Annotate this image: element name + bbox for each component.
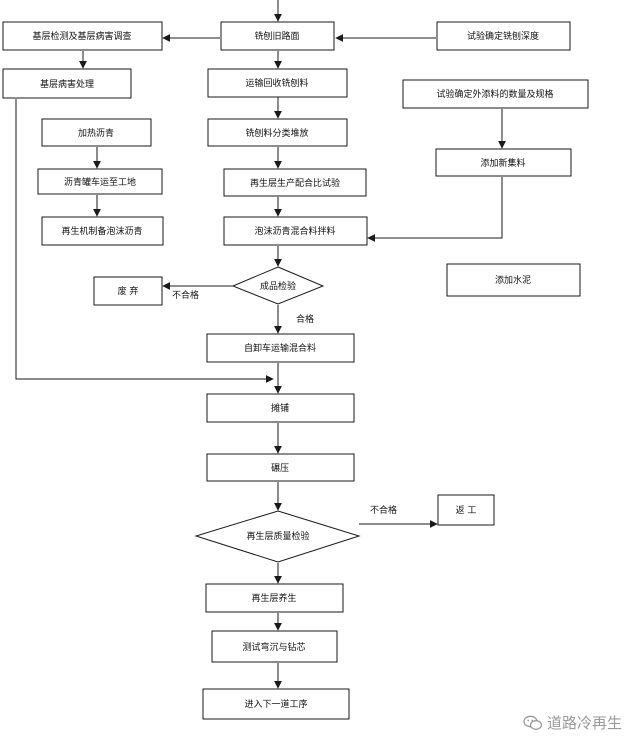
node-dump-transport: 自卸车运输混合料	[206, 333, 355, 363]
node-label: 再生机制备泡沫沥青	[61, 225, 142, 237]
node-mix-design: 再生层生产配合比试验	[223, 168, 367, 197]
node-tanker-transport: 沥青罐车运至工地	[37, 168, 163, 195]
node-add-aggregate: 添加新集料	[435, 148, 572, 177]
node-transport-rap: 运输回收铣刨料	[207, 68, 348, 98]
edges	[15, 0, 506, 689]
node-label: 沥青罐车运至工地	[64, 176, 136, 188]
node-label: 摊铺	[271, 402, 289, 414]
node-label: 运输回收铣刨料	[245, 77, 308, 89]
node-label: 返 工	[456, 504, 477, 516]
node-label: 成品检验	[260, 280, 296, 292]
node-base-repair: 基层病害处理	[2, 68, 132, 99]
edge-label-pass: 合格	[296, 313, 314, 325]
node-label: 自卸车运输混合料	[244, 342, 316, 354]
node-product-check: 成品检验	[231, 266, 325, 305]
wechat-icon	[523, 715, 543, 731]
node-heat-asphalt: 加热沥青	[41, 118, 152, 147]
node-paving: 摊铺	[206, 393, 355, 423]
node-label: 添加新集料	[480, 157, 525, 169]
edge-aggregate-to-foammix	[367, 177, 503, 242]
node-test-milling-depth: 试验确定铣刨深度	[436, 21, 571, 51]
node-add-cement: 添加水泥	[446, 263, 581, 297]
watermark: 道路冷再生	[523, 712, 622, 733]
node-compaction: 碾压	[206, 453, 355, 482]
node-label: 泡沫沥青混合料拌料	[254, 225, 335, 237]
node-label: 铣刨料分类堆放	[245, 127, 308, 139]
node-label: 碾压	[271, 463, 289, 474]
node-classify-stack: 铣刨料分类堆放	[207, 118, 348, 147]
node-label: 再生层养生	[251, 592, 296, 604]
node-label: 再生层质量检验	[246, 530, 309, 542]
watermark-text: 道路冷再生	[546, 714, 622, 732]
node-curing: 再生层养生	[205, 583, 344, 613]
node-label: 进入下一道工序	[244, 698, 307, 710]
node-foam-machine: 再生机制备泡沫沥青	[41, 216, 164, 246]
edge-label-fail-product: 不合格	[172, 289, 199, 301]
node-label: 试验确定外添料的数量及规格	[436, 88, 553, 100]
node-quality-check: 再生层质量检验	[194, 510, 361, 563]
node-test-additive: 试验确定外添料的数量及规格	[402, 79, 589, 109]
node-label: 加热沥青	[78, 127, 114, 139]
node-mill-old-road: 铣刨旧路面	[220, 21, 335, 51]
node-label: 基层病害处理	[40, 78, 94, 90]
node-rework: 返 工	[437, 494, 495, 526]
edge-label-fail-quality: 不合格	[370, 504, 397, 516]
node-label: 试验确定铣刨深度	[467, 30, 539, 42]
node-test-deflection: 测试弯沉与钻芯	[211, 630, 338, 663]
node-next-process: 进入下一道工序	[202, 688, 350, 720]
node-label: 铣刨旧路面	[254, 30, 299, 42]
node-foam-mix: 泡沫沥青混合料拌料	[223, 216, 368, 246]
node-base-inspection: 基层检测及基层病害调查	[2, 21, 163, 51]
node-label: 废 弃	[118, 285, 139, 297]
edge-repair-to-paving	[15, 99, 274, 383]
node-label: 添加水泥	[495, 274, 531, 286]
node-label: 再生层生产配合比试验	[250, 177, 340, 189]
node-label: 基层检测及基层病害调查	[32, 30, 131, 42]
node-label: 测试弯沉与钻芯	[242, 641, 305, 653]
node-waste: 废 弃	[93, 276, 163, 306]
